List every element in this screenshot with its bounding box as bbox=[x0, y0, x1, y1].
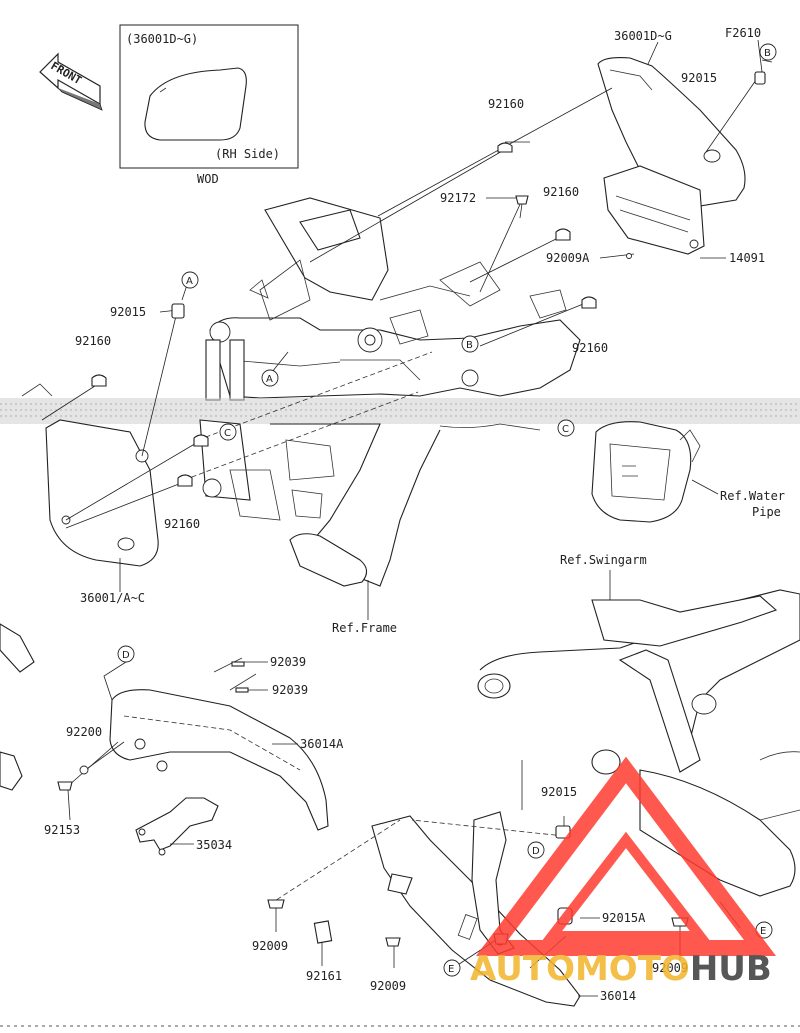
side-cover-inset-detail bbox=[159, 87, 167, 93]
part-labels: 36001D~G 92015 92160 92172 92160 92009A … bbox=[44, 29, 765, 1003]
diagram-code: F2610 bbox=[725, 26, 761, 40]
callout-letter: C bbox=[224, 428, 231, 439]
part-label: 14091 bbox=[729, 251, 765, 265]
callout-a-left bbox=[181, 271, 199, 289]
part-label: 92015 bbox=[110, 305, 146, 319]
part-label: 92160 bbox=[488, 97, 524, 111]
part-label: 35034 bbox=[196, 838, 232, 852]
scan-artifact-lines bbox=[0, 403, 800, 417]
part-label: 92015 bbox=[541, 785, 577, 799]
callout-b-top bbox=[759, 43, 777, 61]
callout-letter: E bbox=[448, 964, 454, 975]
chain-guard-36014a-drawing bbox=[109, 657, 329, 831]
left-edge-fragment-upper bbox=[0, 623, 35, 673]
water-pipe-drawing bbox=[591, 421, 701, 523]
front-direction-arrow: FRONT bbox=[39, 52, 103, 111]
part-label: 92200 bbox=[66, 725, 102, 739]
frame-upper-drawing bbox=[205, 197, 581, 401]
frame-lower-drawing bbox=[199, 419, 541, 587]
scan-artifact-band bbox=[0, 398, 800, 424]
callout-c-left bbox=[219, 423, 237, 441]
callout-d-lower bbox=[527, 841, 545, 859]
inset-caption: WOD bbox=[197, 172, 219, 186]
part-label: 92009A bbox=[546, 251, 590, 265]
inset-title: (36001D~G) bbox=[126, 32, 198, 46]
watermark-text: AUTOMOTOHUB bbox=[470, 949, 772, 989]
callout-letter: C bbox=[562, 424, 569, 435]
callout-d-guard bbox=[117, 645, 135, 663]
part-label: 92009 bbox=[652, 961, 688, 975]
part-label: 92160 bbox=[75, 334, 111, 348]
callout-letter: D bbox=[122, 650, 130, 661]
ref-water-pipe-label-1: Ref.Water bbox=[720, 489, 785, 503]
part-label: 92153 bbox=[44, 823, 80, 837]
part-label: 36014 bbox=[600, 989, 636, 1003]
part-label: 92039 bbox=[270, 655, 306, 669]
callout-circles: B A A B C C D D E E bbox=[117, 43, 777, 977]
callout-letter: D bbox=[532, 846, 540, 857]
watermark-triangle-outer bbox=[475, 756, 777, 956]
callout-a-frame bbox=[261, 369, 279, 387]
part-label: 36014A bbox=[300, 737, 344, 751]
callout-letter: A bbox=[186, 276, 193, 287]
callout-letter: B bbox=[764, 48, 771, 59]
part-label: 92015A bbox=[602, 911, 646, 925]
fasteners bbox=[57, 71, 766, 947]
ref-water-pipe-label-2: Pipe bbox=[752, 505, 781, 519]
part-label: 92009 bbox=[252, 939, 288, 953]
part-label: 92160 bbox=[543, 185, 579, 199]
part-label: 92039 bbox=[272, 683, 308, 697]
callout-letter: E bbox=[760, 926, 766, 937]
part-label: 92009 bbox=[370, 979, 406, 993]
callout-e-cover bbox=[443, 959, 461, 977]
watermark-logo: AUTOMOTOHUB bbox=[470, 756, 777, 989]
part-label: 92161 bbox=[306, 969, 342, 983]
part-label: 92015 bbox=[681, 71, 717, 85]
ref-swingarm-label: Ref.Swingarm bbox=[560, 553, 647, 567]
callout-b-frame bbox=[461, 335, 479, 353]
part-label: 36001/A~C bbox=[80, 591, 145, 605]
callout-letter: A bbox=[266, 374, 273, 385]
swingarm-drawing bbox=[477, 589, 800, 897]
part-label: 36001D~G bbox=[614, 29, 672, 43]
bracket-14091-drawing bbox=[603, 165, 705, 255]
right-side-cover-drawing bbox=[597, 57, 746, 207]
part-label: 92172 bbox=[440, 191, 476, 205]
callout-letter: B bbox=[466, 340, 473, 351]
part-label: 92160 bbox=[572, 341, 608, 355]
watermark-triangle-inner bbox=[541, 831, 711, 941]
callout-c-right bbox=[557, 419, 575, 437]
left-edge-fragment-lower bbox=[0, 751, 23, 791]
part-label: 92160 bbox=[164, 517, 200, 531]
bracket-35034-drawing bbox=[135, 797, 219, 856]
inset-side-label: (RH Side) bbox=[215, 147, 280, 161]
ref-frame-label: Ref.Frame bbox=[332, 621, 397, 635]
side-cover-inset-shape bbox=[144, 67, 247, 141]
